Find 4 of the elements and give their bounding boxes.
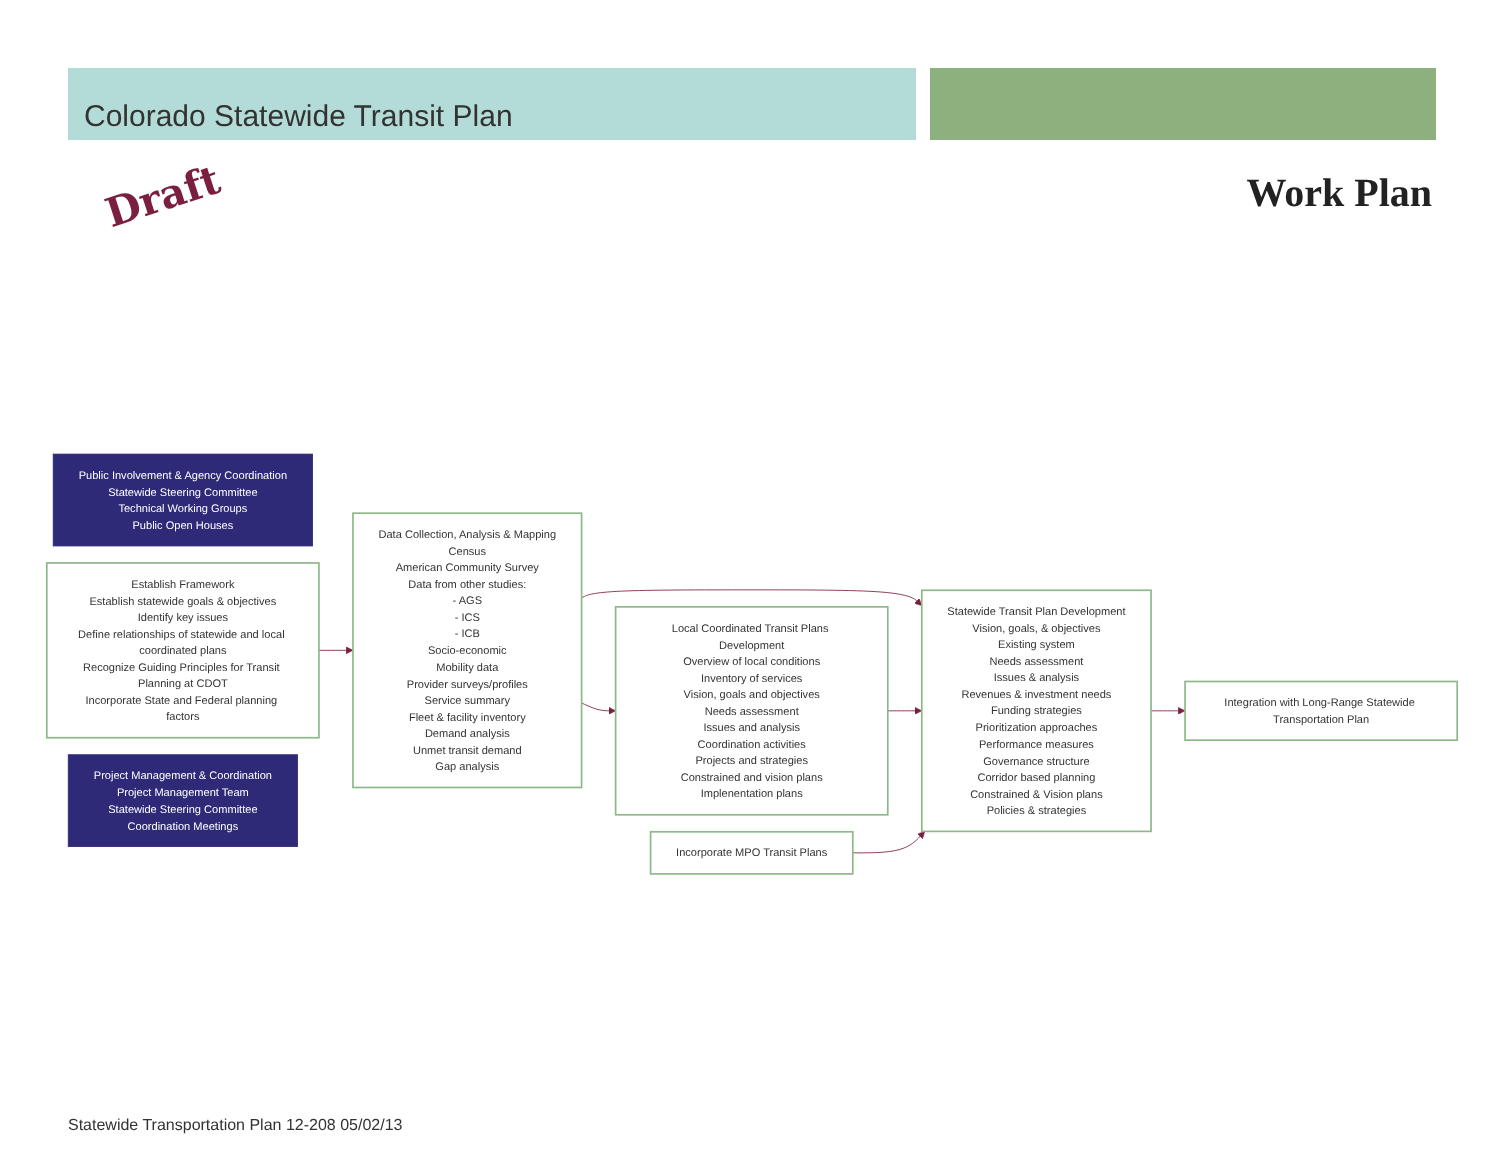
- footer-note: Statewide Transportation Plan 12-208 05/02/13: [68, 1116, 403, 1134]
- heading: Work Plan: [1246, 172, 1432, 218]
- title: Colorado Statewide Transit Plan: [84, 100, 513, 134]
- draft-label: Draft: [99, 155, 226, 237]
